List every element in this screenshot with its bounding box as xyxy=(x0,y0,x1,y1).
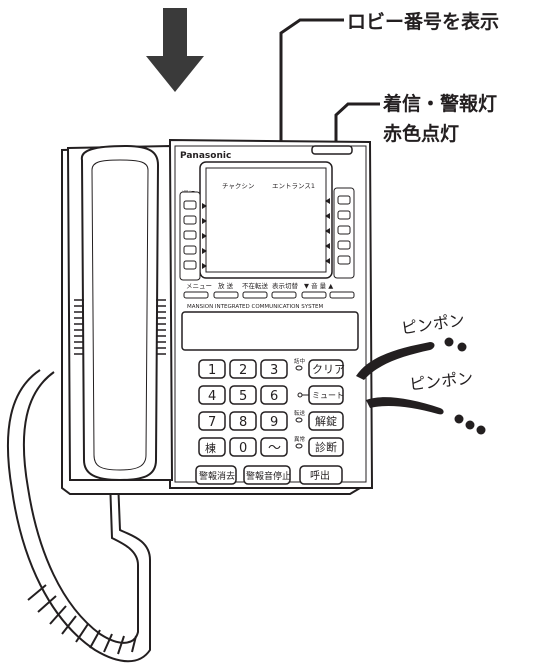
key-8[interactable]: 8 xyxy=(239,415,247,430)
display-panel xyxy=(199,161,333,279)
screen-text-left: チャクシン xyxy=(222,182,254,190)
key-tilde[interactable]: 〜 xyxy=(268,441,281,456)
right-arrow-markers xyxy=(325,198,330,264)
key-2[interactable]: 2 xyxy=(239,363,247,378)
handset[interactable] xyxy=(66,144,174,482)
function-label-absence-transfer: 不在転送 xyxy=(242,281,269,290)
lobby-leader-line xyxy=(279,18,344,168)
call-button[interactable]: 呼出 xyxy=(310,469,330,482)
label-panel xyxy=(181,311,359,351)
function-buttons[interactable] xyxy=(183,291,355,299)
callout-lobby-number: ロビー番号を表示 xyxy=(347,10,499,33)
key-6[interactable]: 6 xyxy=(270,389,278,404)
key-building[interactable]: 棟 xyxy=(205,441,216,455)
sound-label-2: ピンポン xyxy=(408,368,474,394)
brand-logo: Panasonic xyxy=(180,151,231,161)
sound-waves xyxy=(356,337,486,435)
key-7[interactable]: 7 xyxy=(208,415,216,430)
function-label-volume: ▼ 音 量 ▲ xyxy=(304,281,333,290)
key-3[interactable]: 3 xyxy=(270,363,278,378)
down-arrow-icon xyxy=(146,8,204,92)
left-select-buttons[interactable] xyxy=(179,191,201,281)
panel-caption: MANSION INTEGRATED COMMUNICATION SYSTEM xyxy=(187,304,323,310)
mute-button[interactable]: ミュート xyxy=(312,391,344,400)
alarm-sound-stop-button[interactable]: 警報音停止 xyxy=(246,470,291,482)
release-button[interactable]: 解錠 xyxy=(315,414,337,428)
function-label-menu: メニュー xyxy=(186,282,212,290)
left-arrow-markers xyxy=(202,203,207,269)
diagnose-button[interactable]: 診断 xyxy=(315,440,337,454)
busy-indicator-label: 話中 xyxy=(294,357,305,365)
sound-label-1: ピンポン xyxy=(400,310,466,338)
key-4[interactable]: 4 xyxy=(208,389,216,404)
key-5[interactable]: 5 xyxy=(239,389,247,404)
function-label-broadcast: 放 送 xyxy=(218,281,234,290)
lamp-leader-line xyxy=(334,102,380,144)
indicator-lamps xyxy=(295,365,309,449)
right-select-buttons[interactable] xyxy=(333,187,355,279)
callout-lamp-line1: 着信・警報灯 xyxy=(383,92,497,115)
key-1[interactable]: 1 xyxy=(208,363,216,378)
function-label-display-switch: 表示切替 xyxy=(272,281,299,290)
transfer-indicator-label: 転送 xyxy=(294,409,306,417)
coiled-cord xyxy=(6,369,151,663)
abnormal-indicator-label: 異常 xyxy=(294,435,306,443)
screen-text-right: エントランス1 xyxy=(272,182,315,190)
callout-lamp-line2: 赤色点灯 xyxy=(383,122,459,145)
key-0[interactable]: 0 xyxy=(239,441,247,456)
key-9[interactable]: 9 xyxy=(270,415,278,430)
alarm-lamp xyxy=(311,145,353,155)
alarm-clear-button[interactable]: 警報消去 xyxy=(199,470,235,482)
keypad[interactable] xyxy=(195,359,344,485)
clear-button[interactable]: クリア xyxy=(312,363,345,376)
